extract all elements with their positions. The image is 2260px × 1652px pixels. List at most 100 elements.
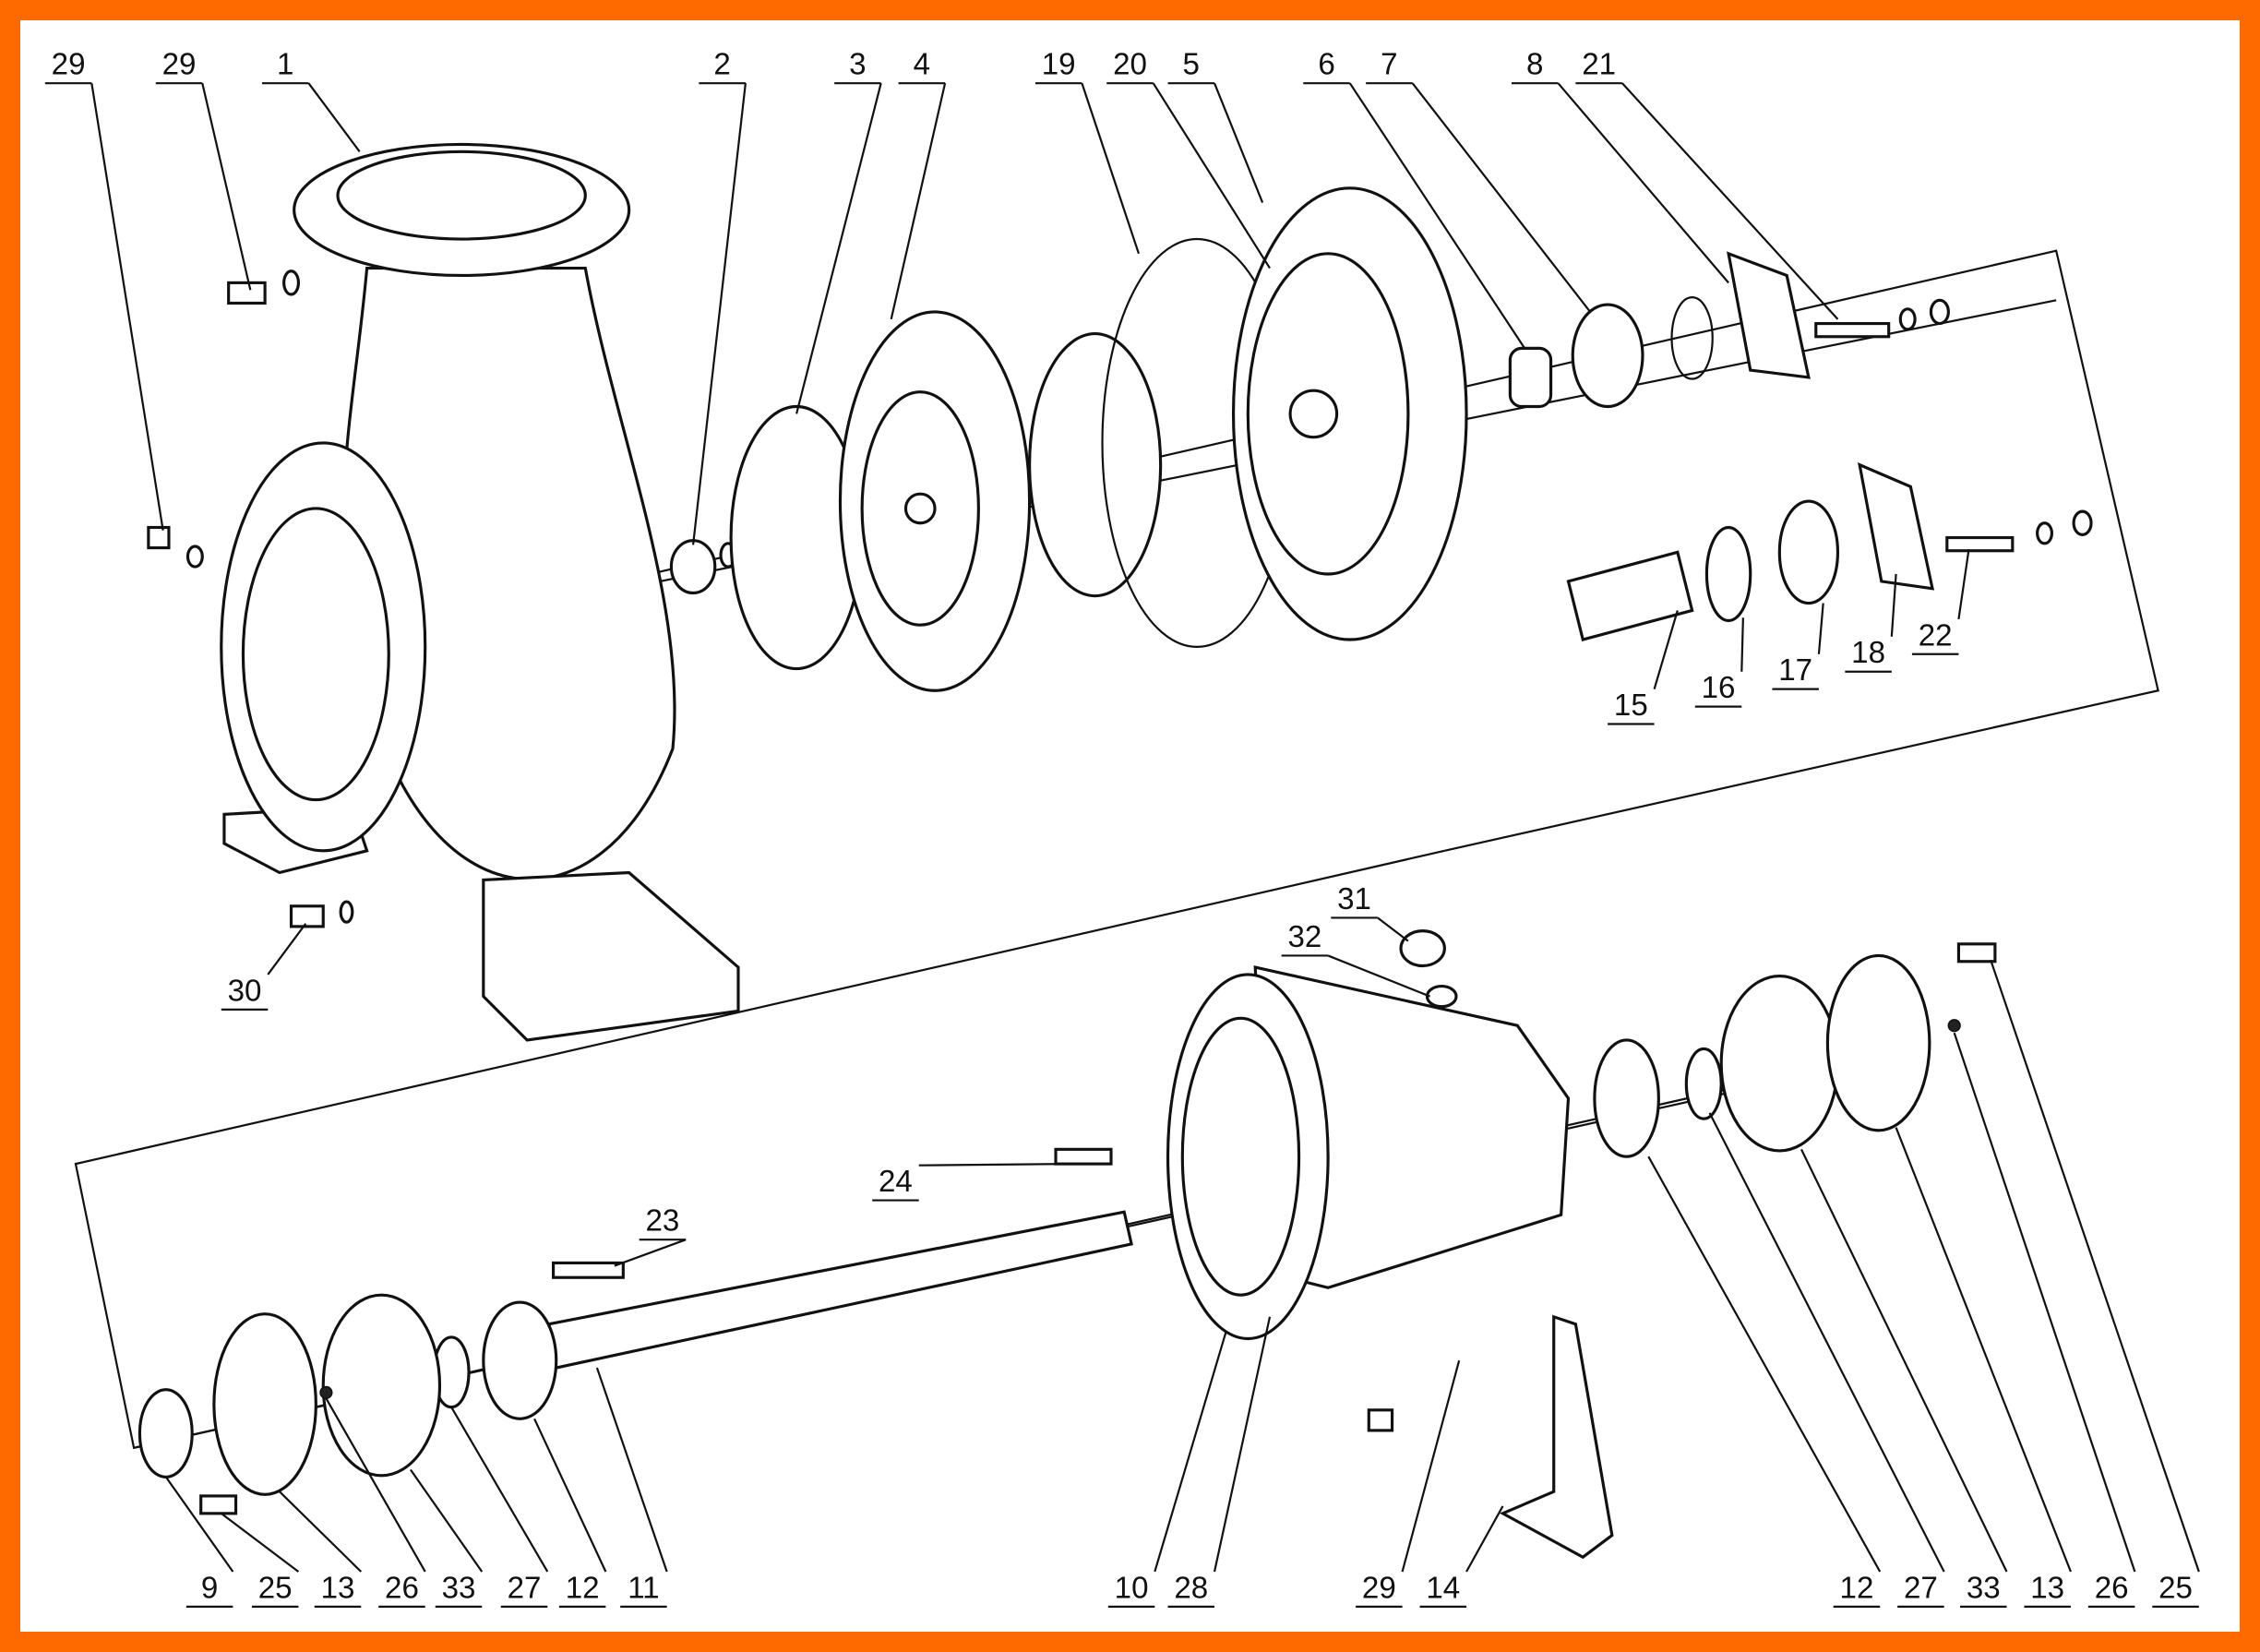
leader-line (1800, 1148, 2008, 1573)
leader-line (1957, 549, 1970, 620)
leader-line (1653, 610, 1679, 689)
leader-line (795, 82, 882, 414)
gland-18 (1858, 462, 1935, 591)
callout-7: 7 (1366, 48, 1592, 313)
bolt-29-top (227, 269, 300, 305)
callout-number: 23 (646, 1204, 680, 1239)
leader-line (90, 83, 164, 531)
callout-22: 22 (1911, 549, 1970, 655)
callout-number: 20 (1113, 48, 1147, 82)
callout-number: 21 (1582, 48, 1616, 82)
leader-line (1621, 82, 1839, 320)
leader-line (1214, 82, 1264, 203)
callout-20: 20 (1106, 48, 1271, 269)
callout-26: 26 (1953, 1032, 2136, 1608)
callout-number: 33 (1967, 1571, 2001, 1605)
callout-32: 32 (1281, 920, 1430, 998)
stud-21 (1814, 298, 1950, 339)
callout-number: 14 (1426, 1571, 1460, 1605)
leader-line (1348, 82, 1526, 349)
callout-number: 9 (201, 1571, 218, 1605)
leader-line (1213, 1316, 1272, 1573)
gasket-33-left (321, 1293, 442, 1478)
callout-number: 10 (1115, 1571, 1149, 1605)
callout-number: 11 (628, 1571, 659, 1605)
leader-line (1557, 82, 1729, 284)
bearing-12-right (1593, 1038, 1660, 1158)
leader-line (691, 83, 747, 545)
callout-number: 27 (508, 1571, 542, 1605)
callout-number: 3 (849, 48, 866, 82)
callout-10: 10 (1107, 1331, 1227, 1608)
leader-line (279, 1490, 363, 1573)
callout-13: 13 (1895, 1127, 2072, 1608)
leader-line (1401, 1359, 1461, 1573)
leader-line (1895, 1127, 2072, 1573)
callout-number: 25 (2158, 1571, 2193, 1605)
plug-32 (1425, 985, 1458, 1009)
leader-line (595, 1367, 668, 1573)
callout-number: 6 (1318, 48, 1334, 82)
bearing-cover-13-left (212, 1312, 317, 1496)
shaft-11 (547, 1210, 1133, 1370)
callout-16: 16 (1694, 617, 1744, 708)
callout-number: 29 (162, 48, 197, 82)
callout-30: 30 (221, 923, 307, 1011)
leader-line (1647, 1155, 1882, 1573)
grease-nipple-26-left (319, 1385, 333, 1399)
callout-29: 29 (1356, 1359, 1461, 1608)
callout-24: 24 (872, 1163, 1067, 1202)
nut-31 (1399, 929, 1446, 968)
sleeve-6 (1508, 346, 1553, 409)
leader-line (1081, 82, 1141, 255)
leader-line (410, 1468, 484, 1573)
wear-ring-19 (1028, 332, 1163, 598)
callout-33: 33 (410, 1468, 484, 1608)
callout-29: 29 (44, 48, 164, 531)
assembly-frame-top (319, 249, 2159, 852)
leader-line (267, 923, 307, 976)
callout-number: 18 (1851, 636, 1885, 670)
packing-17 (1777, 499, 1840, 605)
bolt-29-bottom (1367, 1408, 1394, 1432)
leader-line (1465, 1505, 1504, 1573)
key-23 (552, 1261, 625, 1279)
callout-number: 30 (228, 974, 262, 1008)
callout-number: 17 (1778, 653, 1812, 688)
key-24 (1054, 1147, 1113, 1166)
callout-12: 12 (533, 1418, 607, 1608)
support-foot-14 (1499, 1314, 1614, 1560)
grease-nipple-26-right (1947, 1019, 1961, 1033)
callout-8: 8 (1511, 48, 1729, 284)
callout-13: 13 (279, 1490, 363, 1608)
mechanical-seal-7 (1571, 303, 1644, 409)
leader-line (918, 1163, 1067, 1167)
callout-25: 25 (221, 1512, 300, 1608)
leader-line (164, 1476, 234, 1573)
leader-line (1708, 1112, 1945, 1573)
callout-number: 8 (1526, 48, 1543, 82)
callout-28: 28 (1167, 1316, 1272, 1608)
leader-line (1990, 959, 2200, 1573)
callout-number: 7 (1381, 48, 1397, 82)
leader-line (1817, 603, 1824, 654)
leader-line (450, 1407, 549, 1573)
bolt-25-right (1956, 942, 1997, 964)
leader-line (1327, 954, 1430, 998)
callout-number: 1 (277, 48, 293, 82)
callout-number: 29 (52, 48, 86, 82)
callout-27: 27 (1708, 1112, 1945, 1608)
callout-11: 11 (595, 1367, 668, 1608)
leader-line (533, 1418, 607, 1573)
callout-9: 9 (164, 1476, 234, 1608)
callout-number: 32 (1287, 920, 1321, 954)
bolt-25-left (199, 1494, 238, 1515)
leader-line (1377, 916, 1409, 942)
callout-26: 26 (325, 1397, 426, 1608)
callout-number: 22 (1919, 618, 1953, 652)
casing-cover-5 (1231, 186, 1468, 641)
